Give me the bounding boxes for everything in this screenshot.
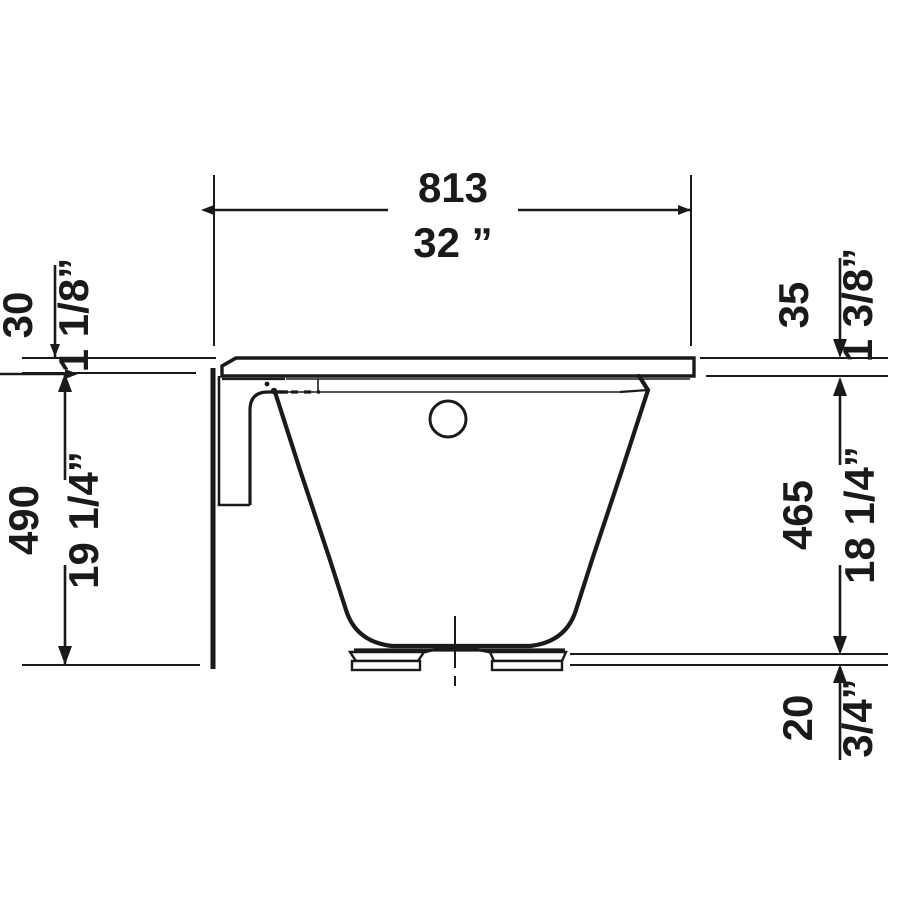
adjustable-foot-left — [347, 650, 427, 672]
apron-return-curve — [248, 390, 288, 505]
dim-rim-right-metric-label: 35 — [770, 282, 817, 329]
foot-right-base-plate — [490, 659, 564, 672]
foot-right-upper-plate — [488, 650, 568, 663]
dim-body-right-metric-label: 465 — [774, 480, 821, 550]
dimension-rim-thickness-right: 35 1 3/8” — [770, 248, 881, 362]
tub-rim — [220, 356, 696, 378]
dim-rim-right-imperial-label: 1 3/8” — [834, 248, 881, 362]
dim-rim-left-metric-label: 30 — [0, 292, 41, 339]
dim-foot-right-metric-label: 20 — [774, 695, 821, 742]
dim-height-left-metric-label: 490 — [0, 485, 47, 555]
basin-right-wall — [527, 373, 651, 649]
dim-arrowhead-foot-right — [833, 664, 847, 683]
apron-inner-edge — [217, 376, 250, 507]
dim-arrowhead-height-left-top — [58, 373, 72, 392]
dimension-overall-height-left: 490 19 1/4” — [0, 369, 107, 665]
dim-arrowhead-height-left-bottom — [58, 646, 72, 665]
dim-width-imperial-label: 32 ” — [413, 219, 492, 266]
dim-foot-right-imperial-label: 3/4” — [834, 678, 881, 757]
foot-left-base-plate — [350, 659, 422, 672]
dim-arrowhead-body-right-top — [833, 377, 847, 396]
basin-right-shoulder — [619, 388, 649, 394]
tub-rim-left-chamfer — [221, 356, 237, 368]
dim-arrowhead-rim-right — [833, 339, 847, 358]
dimension-rim-thickness-left: 30 1 1/8” — [0, 258, 97, 372]
left-apron-flange — [210, 368, 288, 669]
extension-lines — [22, 175, 888, 666]
foot-left-upper-plate — [347, 650, 427, 663]
dimension-width-top: 813 32 ” — [201, 164, 691, 266]
detail-dot-upper — [264, 381, 270, 387]
tub-rim-outline — [220, 356, 696, 378]
dim-width-metric-label: 813 — [418, 164, 488, 211]
dim-body-right-imperial-label: 18 1/4” — [836, 446, 883, 584]
basin-left-wall — [272, 389, 395, 649]
overflow-hole — [428, 399, 468, 439]
dim-height-left-imperial-label: 19 1/4” — [60, 451, 107, 589]
dim-arrowhead-body-right-bottom — [833, 636, 847, 655]
dimension-body-height-right: 465 18 1/4” — [774, 377, 883, 655]
foot-bridge-rail — [423, 646, 491, 654]
dimension-foot-height-right: 20 3/4” — [774, 664, 881, 760]
adjustable-foot-right — [488, 650, 568, 672]
bathtub-geometry — [210, 356, 696, 686]
dim-rim-left-imperial-label: 1 1/8” — [50, 258, 97, 372]
